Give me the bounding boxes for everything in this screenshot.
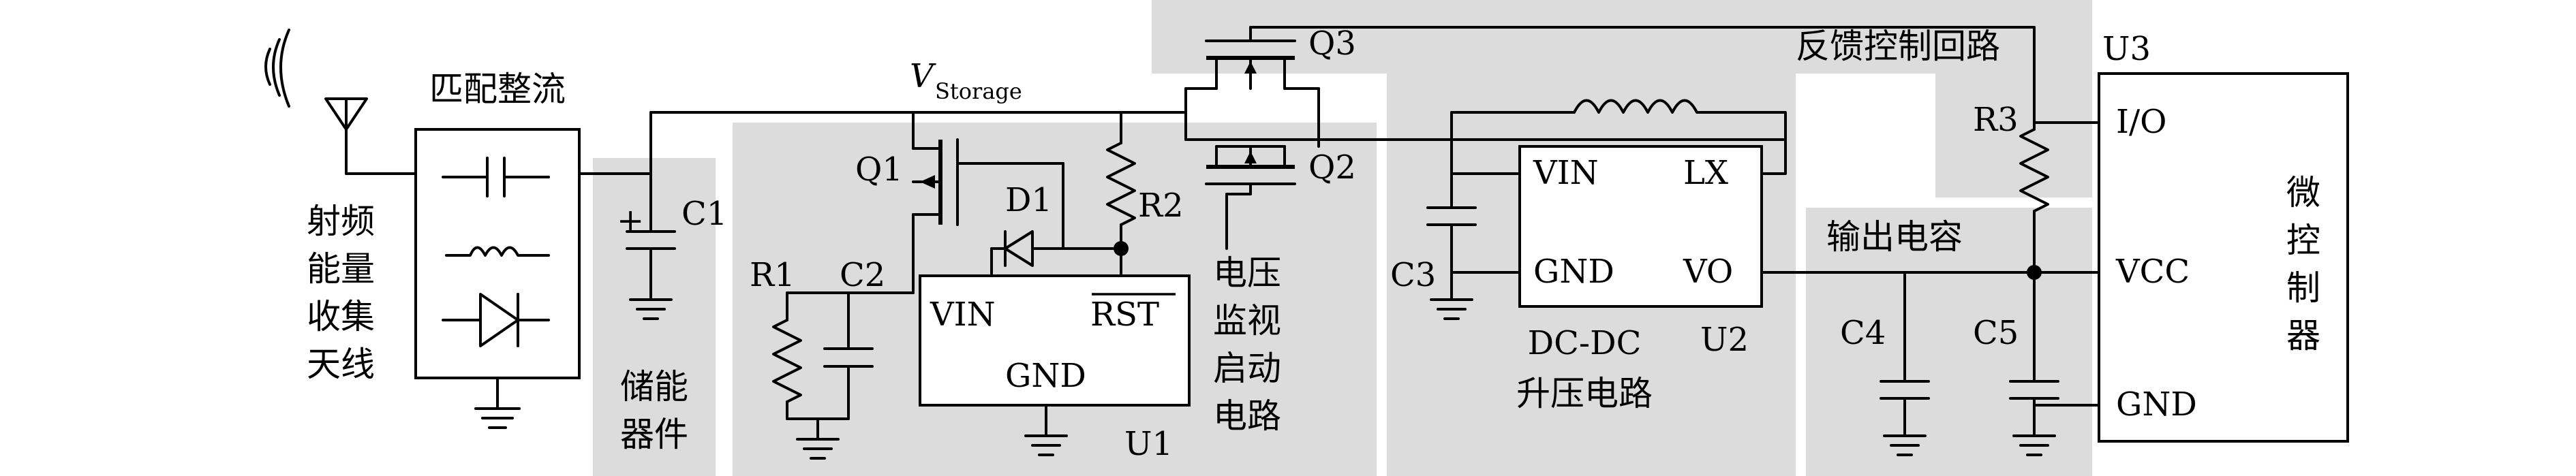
u1-pin-gnd: GND — [1005, 357, 1086, 395]
r1-label: R1 — [750, 256, 795, 294]
u1-pin-vin: VIN — [930, 296, 996, 334]
u2-pin-vo: VO — [1683, 253, 1733, 291]
diode-icon — [442, 293, 550, 347]
boost-caption: DC-DC 升压电路 — [1516, 324, 1653, 413]
region-feedback-right — [1935, 0, 2092, 197]
boost-caption-line-1: DC-DC — [1528, 324, 1642, 362]
inductor-icon — [445, 246, 550, 257]
c5-label: C5 — [1973, 314, 2019, 352]
q2-label: Q2 — [1308, 148, 1356, 187]
transistor-q2: Q2 — [1120, 111, 1356, 250]
ic-u1: VIN RST GND U1 — [919, 274, 1191, 463]
u2-pin-lx: LX — [1683, 154, 1728, 192]
boost-caption-line-2: 升压电路 — [1516, 374, 1653, 413]
antenna-caption-line-3: 收集 — [307, 297, 375, 336]
monitor-caption-line-3: 启动 — [1213, 349, 1281, 388]
c4-label: C4 — [1840, 314, 1886, 352]
output-cap-label: 输出电容 — [1826, 217, 1963, 257]
u2-label: U2 — [1700, 321, 1749, 359]
ic-u2: VIN LX GND VO U2 — [1518, 145, 1763, 359]
antenna — [264, 29, 417, 175]
monitor-caption-line-4: 电路 — [1213, 396, 1281, 436]
match-rectifier-label: 匹配整流 — [429, 69, 566, 109]
q3-label: Q3 — [1308, 25, 1356, 63]
storage-caption-line-1: 储能 — [620, 367, 688, 407]
q1-label: Q1 — [855, 150, 903, 189]
r3-label: R3 — [1973, 101, 2019, 139]
mcu-caption-line-2: 控 — [2286, 221, 2320, 260]
storage-caption-line-2: 器件 — [620, 415, 688, 454]
match-rectifier-block: 匹配整流 — [414, 69, 581, 379]
u2-pin-gnd: GND — [1533, 253, 1614, 291]
mcu-caption-line-4: 器 — [2286, 316, 2320, 355]
capacitor-icon — [442, 157, 550, 197]
u1-label: U1 — [1124, 425, 1173, 463]
capacitor-c4: C4 — [1840, 271, 1930, 456]
ground-icon — [474, 377, 521, 429]
ground-icon — [1024, 404, 1068, 456]
antenna-caption-line-1: 射频 — [307, 202, 375, 241]
resistor-r3: R3 — [1973, 26, 2100, 274]
c1-label: C1 — [681, 195, 727, 233]
capacitor-c2: C2 — [786, 256, 885, 420]
transistor-q3: Q3 — [1184, 25, 2036, 141]
capacitor-c3: C3 — [1390, 111, 1477, 320]
r2-label: R2 — [1138, 187, 1184, 225]
diode-d1: D1 — [990, 181, 1122, 277]
region-output-cap — [1806, 208, 2092, 476]
vstorage-label: V Storage — [910, 57, 1022, 104]
mcu-caption-line-3: 制 — [2286, 268, 2320, 308]
radio-waves-icon — [264, 29, 290, 108]
region-storage — [593, 158, 716, 476]
monitor-caption: 电压 监视 启动 电路 — [1213, 253, 1281, 436]
antenna-caption: 射频 能量 收集 天线 — [307, 202, 375, 384]
c1-polarity: + — [617, 202, 644, 240]
d1-label: D1 — [1005, 181, 1052, 219]
antenna-caption-line-4: 天线 — [307, 345, 375, 384]
vstorage-sub: Storage — [935, 78, 1022, 104]
monitor-caption-line-2: 监视 — [1213, 301, 1281, 340]
c2-label: C2 — [840, 256, 885, 294]
resistor-r1: R1 — [750, 256, 915, 420]
u3-label: U3 — [2102, 30, 2151, 68]
capacitor-c1: + C1 — [617, 111, 727, 320]
transistor-q1: Q1 — [855, 111, 1064, 294]
inductor-icon — [1573, 99, 1787, 175]
u1-pin-rst: RST — [1090, 296, 1159, 334]
monitor-caption-line-1: 电压 — [1213, 253, 1281, 293]
antenna-caption-line-2: 能量 — [307, 249, 375, 289]
vstorage-main: V — [910, 57, 936, 95]
storage-caption: 储能 器件 — [620, 367, 688, 454]
ic-u3: U3 I/O VCC GND 微 控 制 器 — [2098, 30, 2349, 443]
u3-pin-io: I/O — [2116, 103, 2166, 141]
mcu-caption-line-1: 微 — [2286, 173, 2320, 212]
u2-pin-vin: VIN — [1533, 154, 1599, 192]
ground-icon — [796, 417, 840, 460]
c3-label: C3 — [1390, 256, 1436, 294]
u3-pin-gnd: GND — [2116, 385, 2197, 424]
feedback-label: 反馈控制回路 — [1796, 27, 2000, 66]
capacitor-c5: C5 — [1973, 271, 2100, 456]
u3-pin-vcc: VCC — [2115, 253, 2190, 291]
